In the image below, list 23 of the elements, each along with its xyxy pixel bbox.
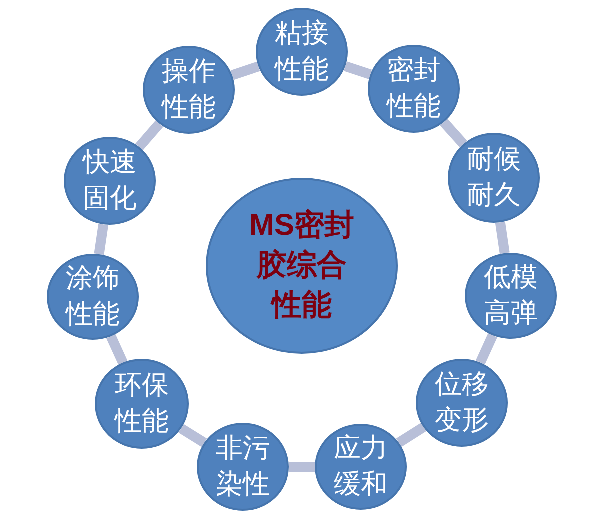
center-title: MS密封胶综合性能 (248, 208, 356, 324)
connector-bar (94, 224, 109, 256)
connector-bar (289, 462, 315, 472)
topic-label: 环保性能 (113, 369, 170, 439)
connector-bar (344, 62, 372, 80)
connector-bar (440, 119, 468, 148)
topic-label: 密封性能 (385, 54, 442, 124)
connector-bar (476, 333, 498, 365)
topic-label: 耐候耐久 (466, 143, 522, 213)
topic-label: 粘接性能 (273, 17, 330, 87)
connector-bar (396, 423, 426, 448)
topic-label: 快速固化 (81, 146, 138, 216)
connector-bar (106, 334, 128, 365)
connector-bar (230, 62, 260, 80)
topic-label: 操作性能 (160, 55, 217, 125)
topic-label: 涂饰性能 (64, 262, 121, 332)
topic-label: 非污染性 (215, 432, 271, 502)
topic-label: 应力缓和 (333, 432, 389, 502)
topic-label: 位移变形 (434, 368, 490, 438)
topic-label: 低模高弹 (483, 261, 539, 331)
connector-bar (136, 120, 164, 150)
connector-bar (495, 222, 510, 254)
connector-bar (178, 424, 208, 448)
